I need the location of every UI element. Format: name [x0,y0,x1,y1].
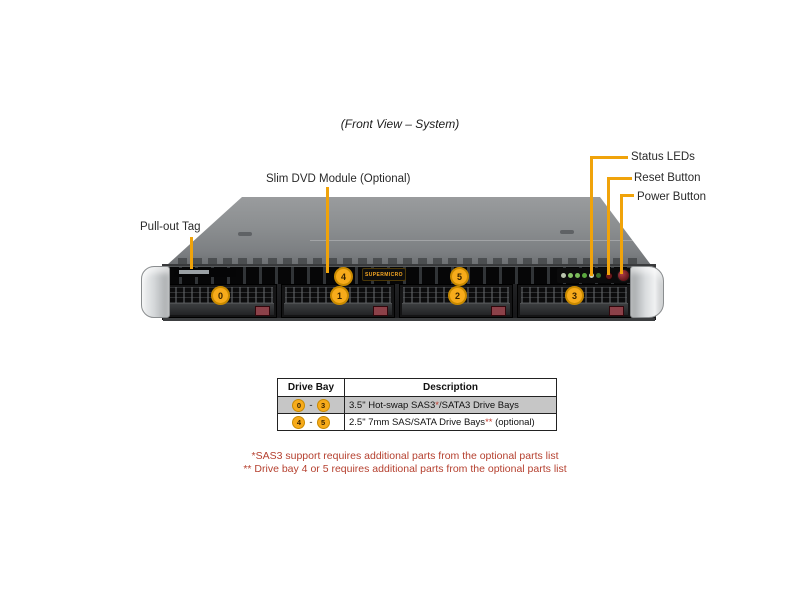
brand-badge: SUPERMICRO [362,268,406,281]
chassis-top-panel [167,197,651,265]
bay-number-badge: 0 [292,398,306,412]
description-text: (optional) [492,416,535,428]
drive-bay-table: Drive Bay Description 0 - 3 3.5" Hot-swa… [277,378,557,431]
slim-bay-number-badge: 5 [450,267,469,286]
col-header-description: Description [344,378,557,397]
callout-line-dvd [326,187,329,273]
callout-line-status-leds [590,156,628,159]
status-led-icon [596,273,601,278]
footnote-marker: ** [485,416,493,428]
callout-line-pull-out-tag [190,237,193,269]
tray-latch [491,306,506,316]
bay-range: 0 - 3 [282,398,340,412]
bay-range: 4 - 5 [282,415,340,429]
status-led-icon [561,273,566,278]
slim-bay-strip [166,266,652,284]
tray-latch [373,306,388,316]
callout-line-power [620,194,634,197]
top-panel-latch [560,230,574,234]
footnote-line: ** Drive bay 4 or 5 requires additional … [243,463,567,475]
slim-bay-number-badge: 4 [334,267,353,286]
bay-number-badge: 4 [292,415,306,429]
footnote-marker: * [435,399,439,411]
table-header-row: Drive Bay Description [277,378,557,397]
label-status-leds: Status LEDs [631,151,695,163]
label-pull-out-tag: Pull-out Tag [140,221,201,233]
tray-latch [609,306,624,316]
figure-title: (Front View – System) [340,117,460,131]
bay-number-badge: 3 [565,286,584,305]
power-button-graphic [617,269,630,282]
label-power-button: Power Button [637,191,707,203]
description-text: /SATA3 Drive Bays [438,399,519,411]
description-text: 2.5" 7mm SAS/SATA Drive Bays [349,416,486,428]
footnotes: *SAS3 support requires additional parts … [100,450,710,476]
range-separator: - [309,416,313,428]
bay-number-badge: 0 [211,286,230,305]
callout-line-reset [607,177,632,180]
status-led-icon [575,273,580,278]
front-lip-vents [178,258,640,264]
bay-number-badge: 3 [316,398,330,412]
bay-description: 2.5" 7mm SAS/SATA Drive Bays** (optional… [344,413,557,431]
bay-number-badge: 1 [330,286,349,305]
footnote-line: *SAS3 support requires additional parts … [251,450,559,462]
bay-description: 3.5" Hot-swap SAS3*/SATA3 Drive Bays [344,396,557,414]
top-panel-seam [310,240,640,241]
bay-number-badge: 5 [316,415,330,429]
range-separator: - [309,399,313,411]
callout-line-status-leds [590,156,593,276]
tray-latch [255,306,270,316]
rack-ear-left [141,266,170,318]
pull-out-tag [179,270,209,274]
table-row: 0 - 3 3.5" Hot-swap SAS3*/SATA3 Drive Ba… [277,396,557,414]
bay-number-badge: 2 [448,286,467,305]
status-led-icon [582,273,587,278]
status-led-icon [568,273,573,278]
callout-line-reset [607,177,610,275]
label-slim-dvd: Slim DVD Module (Optional) [266,173,411,185]
rack-ear-right [630,266,664,318]
label-reset-button: Reset Button [634,172,701,184]
table-row: 4 - 5 2.5" 7mm SAS/SATA Drive Bays** (op… [277,413,557,431]
top-panel-latch [238,232,252,236]
callout-line-power [620,194,623,274]
col-header-drive-bay: Drive Bay [277,378,345,397]
description-text: 3.5" Hot-swap SAS3 [349,399,436,411]
chassis-bottom-edge [163,318,655,321]
